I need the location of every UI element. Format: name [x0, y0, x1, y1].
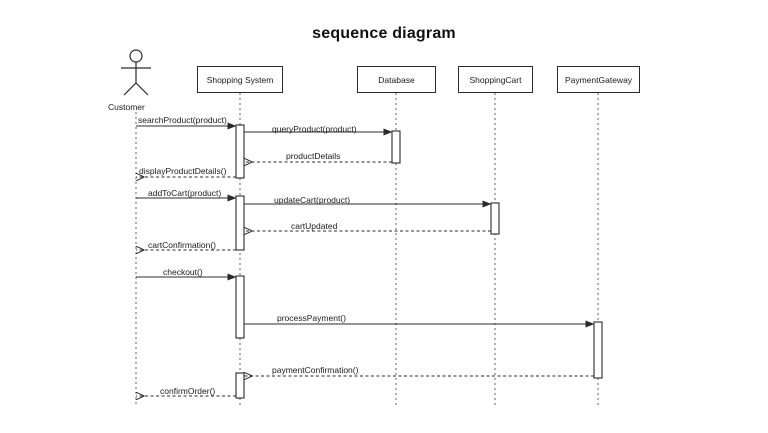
- activation-bar-shopping_system[interactable]: [235, 372, 245, 399]
- activation-bar-shopping_system[interactable]: [235, 124, 245, 179]
- actor-leg-left-icon: [123, 82, 137, 96]
- activation-bar-shopping_cart[interactable]: [490, 202, 500, 235]
- message-label-m5: addToCart(product): [148, 188, 222, 198]
- actor-glyph-layer: [121, 49, 151, 96]
- participant-label-database: Database: [378, 74, 415, 85]
- actor-head-icon: [129, 49, 143, 63]
- participant-box-shopping_cart[interactable]: ShoppingCart: [458, 66, 533, 93]
- message-label-m2: queryProduct(product): [272, 124, 357, 134]
- participant-label-customer: Customer: [108, 102, 145, 112]
- activation-bar-shopping_system[interactable]: [235, 195, 245, 251]
- message-label-m1: searchProduct(product): [138, 115, 227, 125]
- participant-label-shopping_cart: ShoppingCart: [469, 74, 522, 85]
- message-label-m10: processPayment(): [277, 313, 346, 323]
- activation-bar-database[interactable]: [391, 130, 401, 164]
- message-label-m7: cartUpdated: [291, 221, 338, 231]
- message-label-m4: displayProductDetails(): [139, 166, 227, 176]
- diagram-title: sequence diagram: [312, 25, 456, 42]
- participant-box-payment_gateway[interactable]: PaymentGateway: [557, 66, 640, 93]
- message-label-m3: productDetails: [286, 151, 341, 161]
- participant-box-database[interactable]: Database: [357, 66, 436, 93]
- activation-bars-layer: [235, 124, 603, 399]
- message-label-m6: updateCart(product): [274, 195, 351, 205]
- actor-glyph-customer: [121, 49, 151, 96]
- messages-layer: [136, 122, 595, 396]
- message-label-m12: confirmOrder(): [160, 386, 216, 396]
- activation-bar-shopping_system[interactable]: [235, 275, 245, 339]
- participant-box-shopping_system[interactable]: Shopping System: [197, 66, 283, 93]
- participant-label-shopping_system: Shopping System: [206, 74, 274, 85]
- activation-bar-payment_gateway[interactable]: [593, 321, 603, 379]
- participant-label-payment_gateway: PaymentGateway: [564, 74, 633, 85]
- message-label-m11: paymentConfirmation(): [272, 365, 359, 375]
- message-label-m8: cartConfirmation(): [148, 240, 217, 250]
- message-label-m9: checkout(): [163, 267, 203, 277]
- actor-leg-right-icon: [135, 82, 149, 96]
